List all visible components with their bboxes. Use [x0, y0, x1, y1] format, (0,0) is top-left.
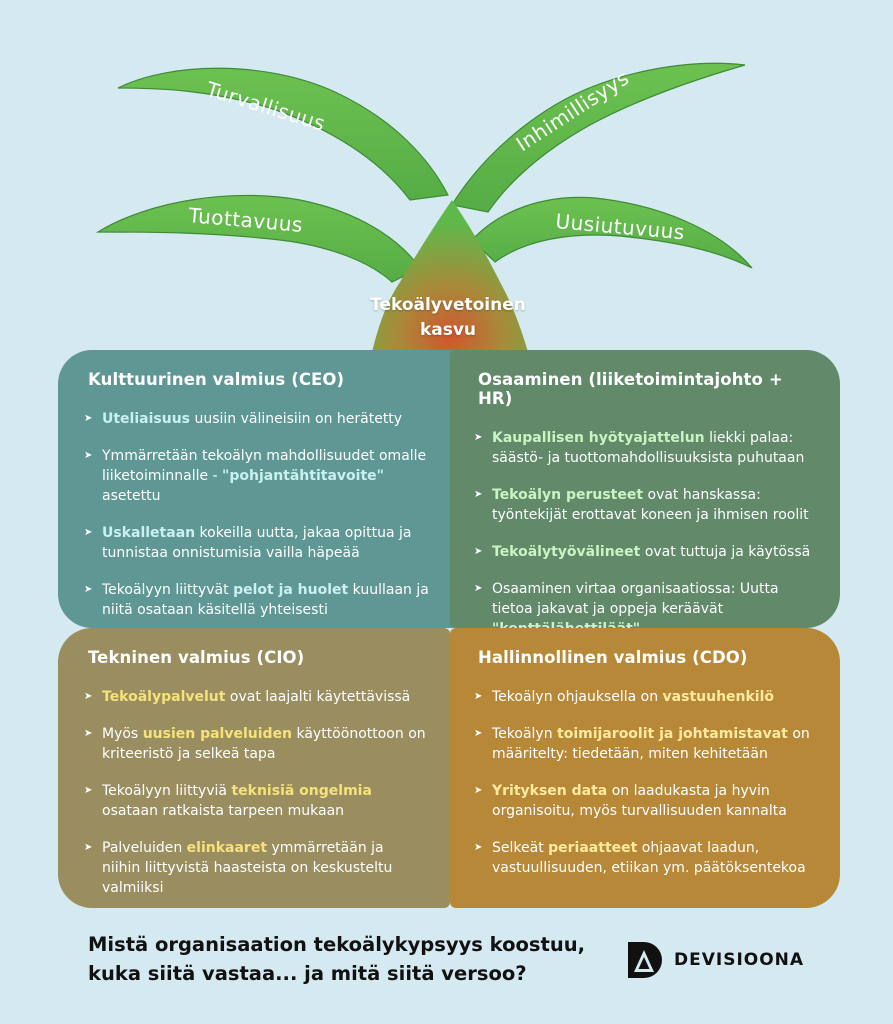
panel-title: Kulttuurinen valmius (CEO)	[88, 370, 345, 389]
arrow-bullet-icon: ➤	[84, 842, 93, 853]
arrow-bullet-icon: ➤	[474, 489, 483, 500]
arrow-bullet-icon: ➤	[84, 728, 93, 739]
trunk-label: Tekoälyvetoinen kasvu	[348, 293, 548, 343]
list-item: ➤Tekoälyn ohjauksella on vastuuhenkilö	[474, 689, 775, 705]
list-item: ➤Tekoälyn toimijaroolit ja johtamistavat…	[474, 726, 810, 762]
list-item: ➤Uteliaisuus uusiin välineisiin on herät…	[84, 411, 403, 427]
trunk-label-line1: Tekoälyvetoinen	[370, 295, 526, 315]
panel-title: Tekninen valmius (CIO)	[88, 648, 305, 667]
brand-wordmark: DEVISIOONA	[674, 950, 805, 970]
list-item: ➤Tekoälypalvelut ovat laajalti käytettäv…	[84, 689, 411, 705]
panel-list: ➤Tekoälyn ohjauksella on vastuuhenkilö ➤…	[472, 687, 816, 878]
arrow-bullet-icon: ➤	[474, 691, 483, 702]
tree-trunk	[372, 200, 528, 352]
arrow-bullet-icon: ➤	[474, 583, 483, 594]
arrow-bullet-icon: ➤	[84, 527, 93, 538]
panel-title: Hallinnollinen valmius (CDO)	[478, 648, 748, 667]
panel-competence-hr: Osaaminen (liiketoimintajohto + HR) ➤Kau…	[450, 350, 840, 637]
panel-list: ➤Kaupallisen hyötyajattelun liekki palaa…	[472, 428, 816, 639]
arrow-bullet-icon: ➤	[474, 785, 483, 796]
arrow-bullet-icon: ➤	[474, 546, 483, 557]
arrow-bullet-icon: ➤	[474, 842, 483, 853]
list-item: ➤Uskalletaan kokeilla uutta, jakaa opitt…	[84, 525, 412, 561]
list-item: ➤Tekoälytyövälineet ovat tuttuja ja käyt…	[474, 544, 811, 560]
list-item: ➤Myös uusien palveluiden käyttöönottoon …	[84, 726, 426, 762]
list-item: ➤Ymmärretään tekoälyn mahdollisuudet oma…	[84, 448, 427, 504]
devisioona-logo-icon	[628, 942, 662, 978]
list-item: ➤Selkeät periaatteet ohjaavat laadun, va…	[474, 840, 806, 876]
list-item: ➤Kaupallisen hyötyajattelun liekki palaa…	[474, 430, 805, 466]
arrow-bullet-icon: ➤	[474, 432, 483, 443]
list-item: ➤Yrityksen data on laadukasta ja hyvin o…	[474, 783, 787, 819]
arrow-bullet-icon: ➤	[84, 691, 93, 702]
arrow-bullet-icon: ➤	[84, 785, 93, 796]
arrow-bullet-icon: ➤	[84, 413, 93, 424]
trunk-label-line2: kasvu	[419, 320, 477, 340]
arrow-bullet-icon: ➤	[84, 584, 93, 595]
panel-list: ➤Uteliaisuus uusiin välineisiin on herät…	[82, 409, 436, 620]
list-item: ➤Tekoälyn perusteet ovat hanskassa: työn…	[474, 487, 809, 523]
panel-list: ➤Tekoälypalvelut ovat laajalti käytettäv…	[82, 687, 426, 898]
footer-question-line1: Mistä organisaation tekoälykypsyys koost…	[88, 933, 586, 956]
tree-illustration: Turvallisuus Inhimillisyys Tuottavuus Uu…	[95, 62, 753, 352]
arrow-bullet-icon: ➤	[84, 450, 93, 461]
leaf-turvallisuus	[117, 67, 449, 201]
panel-technical-cio: Tekninen valmius (CIO) ➤Tekoälypalvelut …	[58, 628, 450, 908]
list-item: ➤Tekoälyyn liittyviä teknisiä ongelmia o…	[84, 783, 372, 819]
footer-question-line2: kuka siitä vastaa... ja mitä siitä verso…	[88, 962, 527, 985]
list-item: ➤Palveluiden elinkaaret ymmärretään ja n…	[84, 840, 393, 896]
panel-culture-ceo: Kulttuurinen valmius (CEO) ➤Uteliaisuus …	[58, 350, 460, 628]
arrow-bullet-icon: ➤	[474, 728, 483, 739]
footer-question: Mistä organisaation tekoälykypsyys koost…	[88, 930, 608, 988]
panel-administrative-cdo: Hallinnollinen valmius (CDO) ➤Tekoälyn o…	[450, 628, 840, 908]
panel-title: Osaaminen (liiketoimintajohto + HR)	[478, 370, 783, 408]
list-item: ➤Tekoälyyn liittyvät pelot ja huolet kuu…	[84, 582, 429, 618]
